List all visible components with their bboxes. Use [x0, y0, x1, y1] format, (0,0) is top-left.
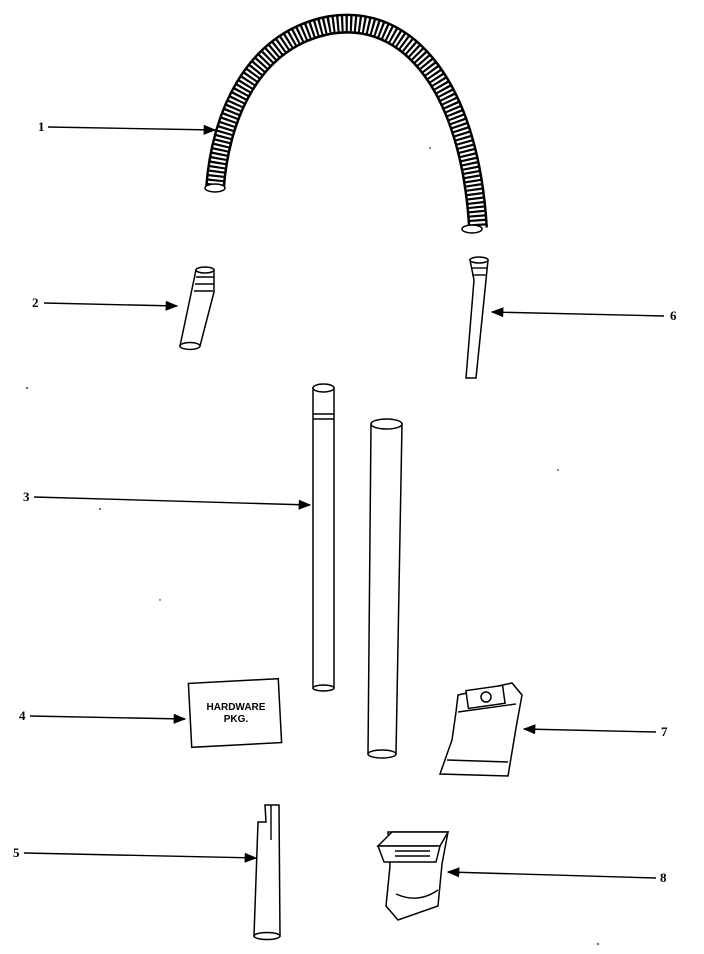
callout-leaders [23, 124, 665, 879]
part-2-hose-fitting [179, 266, 215, 351]
leader-4 [29, 713, 187, 724]
part-4-hardware-package: HARDWARE PKG. [187, 677, 283, 749]
callout-4: 4 [19, 708, 26, 723]
part-6-swivel-fitting [465, 256, 489, 379]
callout-1: 1 [38, 119, 45, 134]
callout-6: 6 [670, 308, 677, 323]
hardware-label-line2: PKG. [224, 714, 249, 725]
part-8-upholstery-nozzle [376, 831, 450, 921]
leader-8 [446, 867, 657, 879]
leader-5 [23, 852, 258, 863]
callout-numbers: 1 2 6 3 4 7 5 8 [13, 119, 677, 885]
leader-6 [490, 307, 665, 318]
part-1-hose [204, 13, 488, 234]
hardware-label-line1: HARDWARE [207, 702, 266, 713]
part-3-wand-left [312, 383, 335, 692]
leader-7 [522, 724, 657, 735]
callout-7: 7 [661, 724, 668, 739]
part-5-crevice-tool [253, 804, 281, 941]
leader-3 [33, 496, 312, 510]
part-7-dust-bag [438, 682, 523, 777]
callout-2: 2 [32, 295, 39, 310]
leader-2 [43, 300, 179, 311]
part-3-wand-right [367, 418, 403, 759]
callout-8: 8 [660, 870, 667, 885]
scan-specks [26, 147, 599, 945]
leader-1 [47, 124, 217, 135]
callout-5: 5 [13, 845, 20, 860]
callout-3: 3 [23, 489, 30, 504]
